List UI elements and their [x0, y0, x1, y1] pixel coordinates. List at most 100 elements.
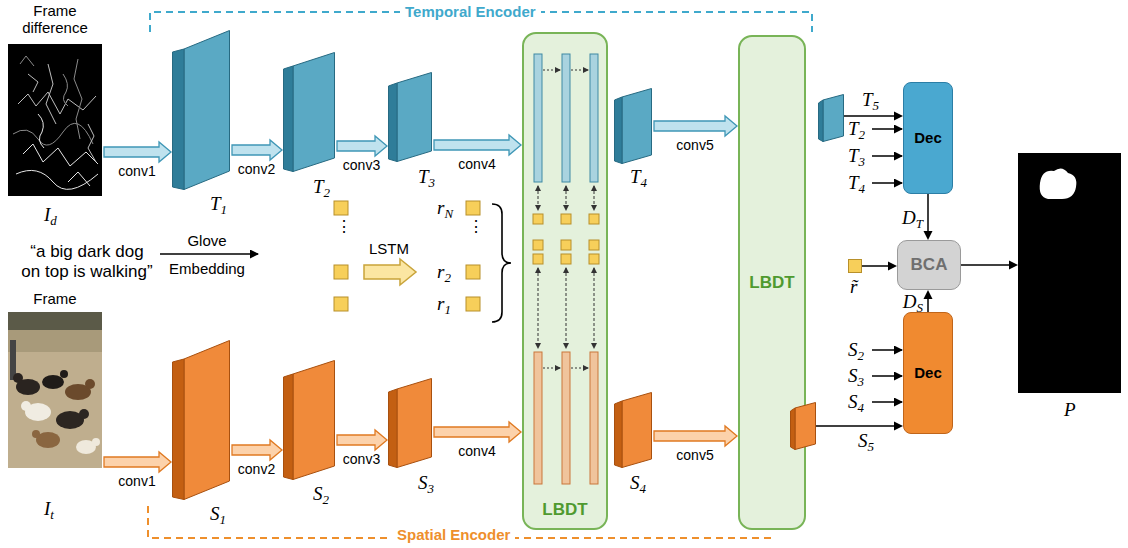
conv-arrow [232, 140, 282, 160]
connector [862, 262, 897, 271]
spatial-token-bar [534, 352, 542, 484]
language-token [533, 254, 543, 264]
conv-arrow [434, 135, 521, 155]
token-arrow [543, 70, 560, 71]
subscript: 2 [444, 270, 451, 285]
subscript: 2 [859, 127, 866, 142]
connector [337, 136, 387, 156]
word-vector [334, 201, 348, 215]
block-face [397, 73, 432, 162]
decoder-input: S4 [848, 391, 864, 413]
motion-edge [28, 74, 38, 92]
output-symbol: P [1064, 399, 1076, 421]
step-label: LSTM [369, 240, 409, 257]
motion-edge [88, 124, 96, 162]
spatial-token-bar [590, 352, 598, 484]
cross-arrow [538, 268, 539, 348]
feature-block: T2 [283, 52, 335, 172]
connector [104, 142, 171, 162]
motion-edge [23, 144, 98, 166]
module-name: BCA [911, 255, 948, 275]
decoder-input: S2 [848, 339, 864, 361]
embedding-arrow [160, 253, 258, 255]
dog-head [21, 401, 31, 411]
ellipsis: ⋮ [468, 218, 484, 236]
input-arrow [872, 128, 902, 130]
subscript: t [50, 507, 54, 522]
block-outline [614, 392, 652, 468]
spatial-token-bar [562, 352, 570, 484]
block-face [293, 361, 335, 480]
block-face [795, 403, 816, 450]
image-background [8, 312, 102, 330]
block-outline [172, 340, 230, 500]
bca-module: BCA [897, 240, 961, 290]
connector [104, 452, 171, 472]
feature-block: T4 [614, 88, 652, 164]
connector [434, 422, 521, 442]
feature-symbol: S1 [210, 503, 226, 525]
decoder-input: T4 [848, 172, 865, 194]
word-feature-symbol: rN [437, 197, 453, 219]
image-symbol: Id [44, 204, 57, 226]
motion-edge [16, 170, 98, 189]
subscript: 1 [221, 202, 228, 217]
motion-edge [18, 92, 96, 114]
dog-head [32, 430, 40, 438]
feature-symbol: T3 [418, 166, 435, 188]
subscript: S [917, 300, 924, 315]
dog-head [13, 373, 23, 383]
feature-symbol: DT [902, 208, 923, 227]
block-face [293, 53, 335, 172]
subscript: 4 [859, 181, 866, 196]
conv-label: conv3 [343, 451, 380, 467]
token-arrow [543, 368, 560, 369]
module-name: LBDT [749, 273, 794, 293]
dog-head [60, 370, 68, 378]
subscript: 5 [873, 98, 880, 113]
lstm-arrow [364, 259, 416, 285]
module-name: Dec [914, 129, 942, 146]
image-ground [8, 44, 102, 196]
connector [816, 422, 903, 431]
language-token [589, 214, 599, 224]
encoder-title: Temporal Encoder [400, 4, 541, 19]
token-arrow [571, 70, 588, 71]
block-face [823, 95, 844, 142]
subscript: 5 [868, 439, 875, 454]
input-arrow [872, 182, 902, 184]
block-side [389, 389, 398, 468]
input-image: Frame differenceId [8, 44, 102, 196]
cross-arrow [594, 186, 595, 210]
image-symbol: It [44, 498, 54, 520]
block-side [389, 83, 398, 162]
block-side [284, 374, 294, 480]
dog-head [92, 438, 100, 446]
subscript: 3 [429, 175, 436, 190]
word-feature [466, 265, 480, 279]
conv-arrow [654, 116, 737, 136]
block-face [397, 379, 432, 468]
output-mask: P [1018, 153, 1121, 393]
input-arrow [872, 155, 902, 157]
connector [654, 116, 737, 136]
video-frame-image [8, 312, 102, 468]
cross-arrow [566, 186, 567, 210]
connector [924, 290, 933, 312]
sentence-feature: r̃ [848, 259, 862, 273]
dog-body [42, 375, 64, 389]
block-face [622, 89, 652, 164]
block-side [615, 401, 623, 468]
image-ground [8, 312, 102, 468]
language-token [533, 214, 543, 224]
conv-label: conv3 [343, 157, 380, 173]
module-name: LBDT [524, 500, 606, 520]
block-outline [172, 30, 230, 190]
lbdt-module: LBDT [738, 35, 806, 530]
subscript: 4 [641, 175, 648, 190]
block-face [184, 31, 230, 190]
arrowhead [1009, 261, 1018, 270]
step-label: Glove [187, 232, 226, 249]
subscript: 2 [858, 348, 865, 363]
connector-line [844, 115, 895, 117]
